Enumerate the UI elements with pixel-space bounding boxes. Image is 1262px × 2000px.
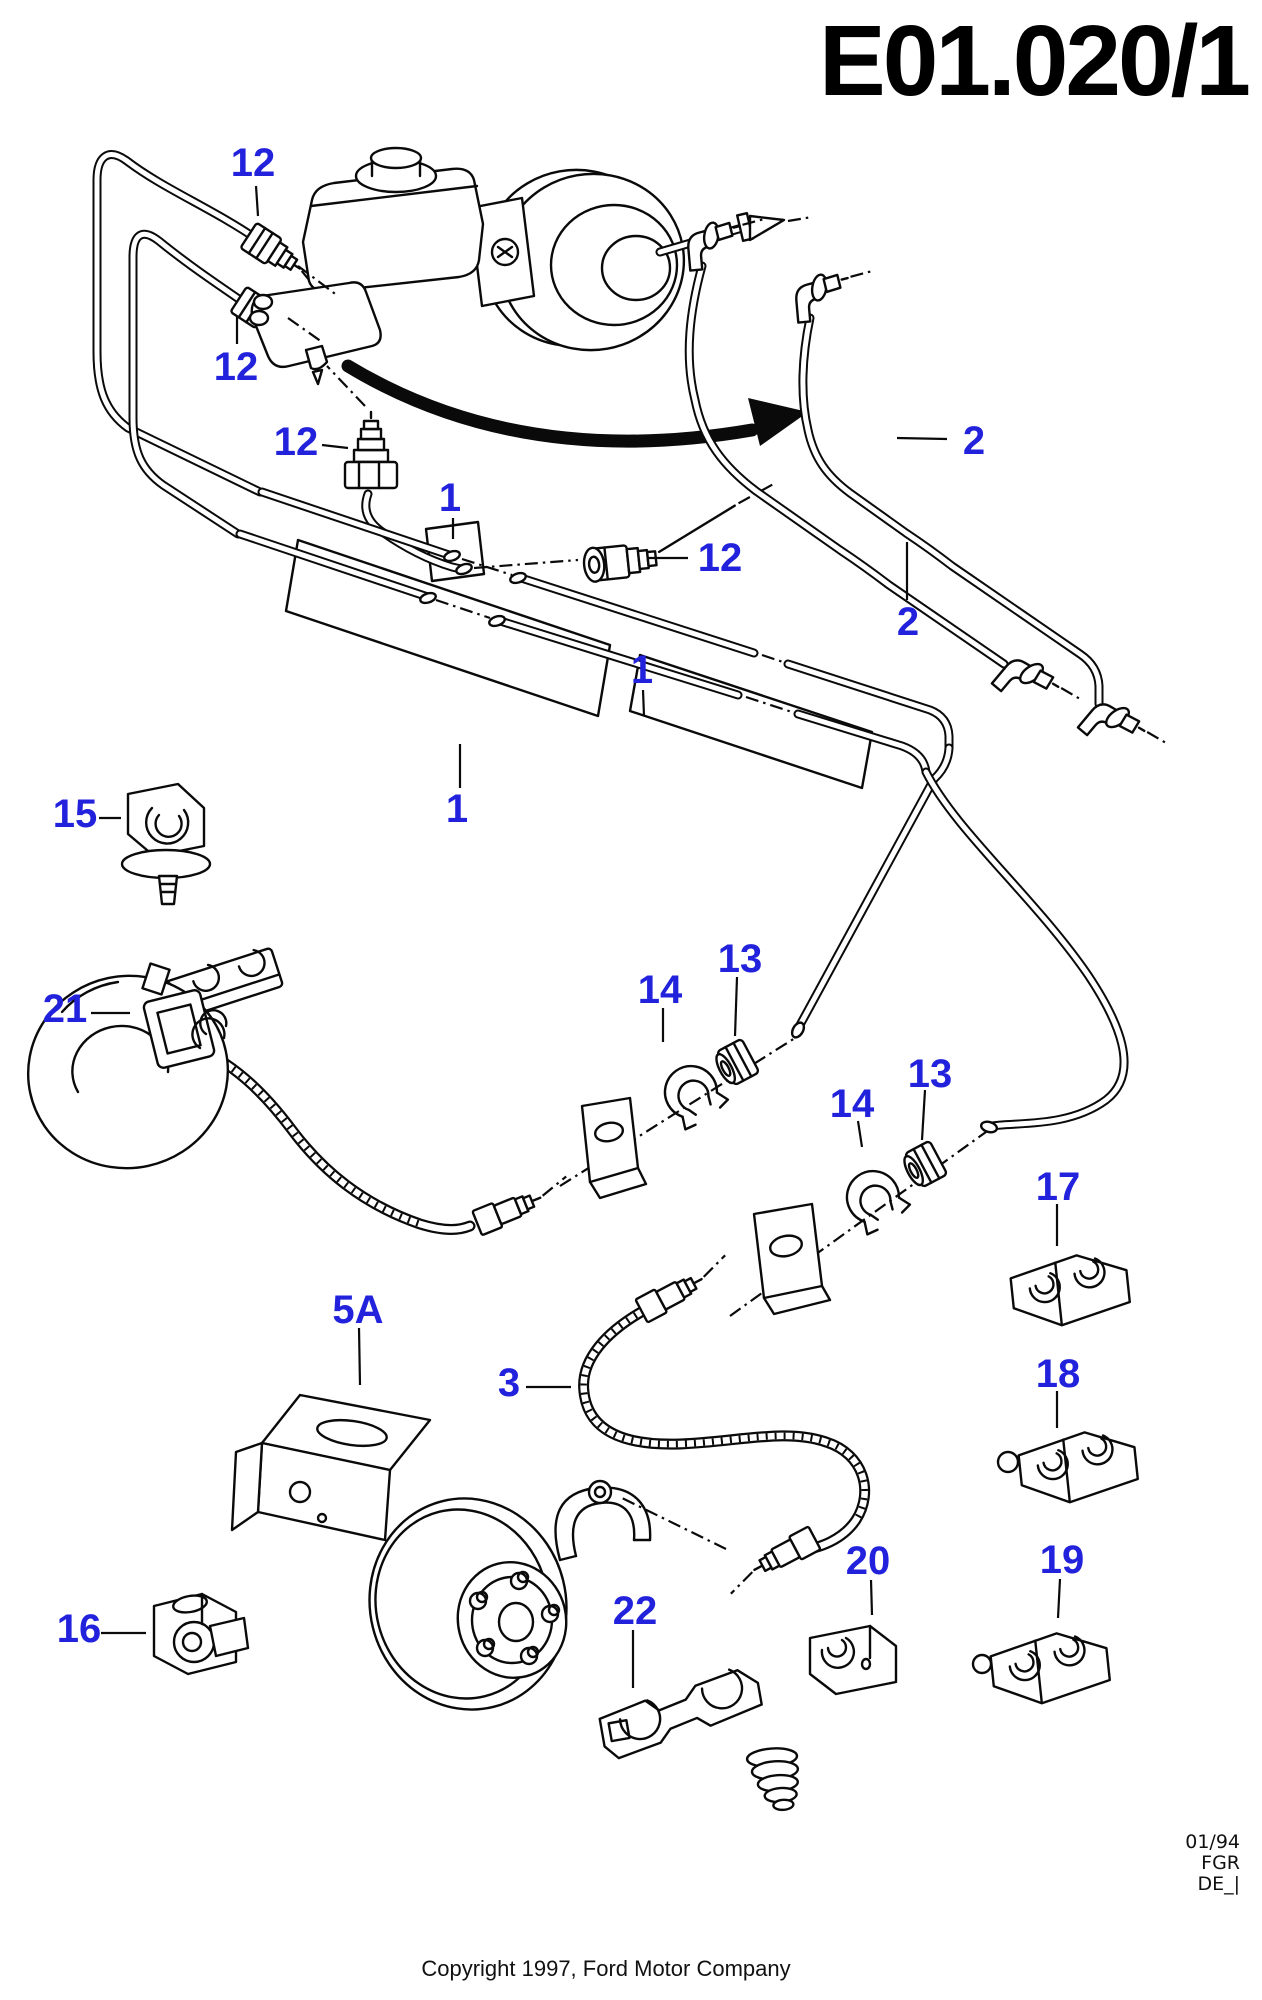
rear-brake-hose-3 [578,1251,871,1598]
callout-1-b: 1 [631,648,653,692]
hose-bracket-set-a [559,1037,796,1200]
callout-19: 19 [1040,1538,1085,1582]
callout-1-a: 1 [439,476,461,520]
callout-leader-19 [1056,1578,1062,1619]
callout-14-a: 14 [638,968,683,1012]
bracket-5a [230,1393,432,1542]
revision-block: 01/94 FGR DE_| [1185,1832,1240,1895]
callout-12-a: 12 [231,141,276,185]
callout-22: 22 [613,1589,658,1633]
callout-12-c: 12 [274,420,319,464]
callout-leader-13-a [733,976,739,1037]
callout-17: 17 [1036,1165,1081,1209]
rear-brake-pipes-2 [684,215,1171,780]
master-cylinder-and-booster [248,146,813,386]
callout-13-a: 13 [718,937,763,981]
callout-leader-12-a [254,185,260,217]
revision-date: 01/94 [1185,1831,1240,1853]
callout-18: 18 [1036,1352,1081,1396]
hose-bracket-set-b [729,1131,987,1317]
callout-leader-1-b [641,689,646,717]
brake-backing-plate [26,962,230,1170]
callout-13-b: 13 [908,1052,953,1096]
front-brake-hose [180,1036,576,1237]
callout-leader-12-c [321,443,349,450]
pipe-clamp-16 [152,1592,250,1676]
callout-leader-5A [357,1327,362,1386]
copyright-text: Copyright 1997, Ford Motor Company [421,1956,791,1981]
long-brake-pipes-1 [235,487,1129,1134]
pipe-sleeve-outlines [284,520,874,790]
revision-code-de: DE_| [1197,1873,1240,1895]
callout-12-b: 12 [214,345,259,389]
callout-leader-2-a [896,436,948,441]
pipe-clip-18 [996,1426,1141,1509]
callout-2-a: 2 [963,419,985,463]
tube-nut-12-d [582,482,776,583]
pipe-clip-17 [1007,1249,1133,1332]
callout-2-b: 2 [897,600,919,644]
direction-arrow [341,359,808,448]
callout-15: 15 [53,792,98,836]
callout-leader-20 [869,1579,874,1616]
pipe-clip-22 [598,1668,800,1812]
callout-1-c: 1 [446,787,468,831]
pipe-clip-19 [971,1627,1113,1710]
callout-21: 21 [43,987,88,1031]
pipe-clip-20 [808,1624,898,1696]
callout-14-b: 14 [830,1082,875,1126]
callout-5A: 5A [332,1288,383,1332]
brake-disc-and-caliper [368,1479,727,1711]
revision-code-fgr: FGR [1201,1852,1240,1874]
pipe-clip-15 [120,782,212,906]
callout-16: 16 [57,1607,102,1651]
callout-leader-14-b [856,1120,864,1148]
page-title: E01.020/1 [819,5,1251,117]
callout-leader-13-b [920,1089,927,1141]
callout-12-d: 12 [698,536,743,580]
tube-nut-12-c [326,365,399,490]
callout-3: 3 [498,1361,520,1405]
front-brake-pipes-left [92,150,265,539]
callout-20: 20 [846,1539,891,1583]
